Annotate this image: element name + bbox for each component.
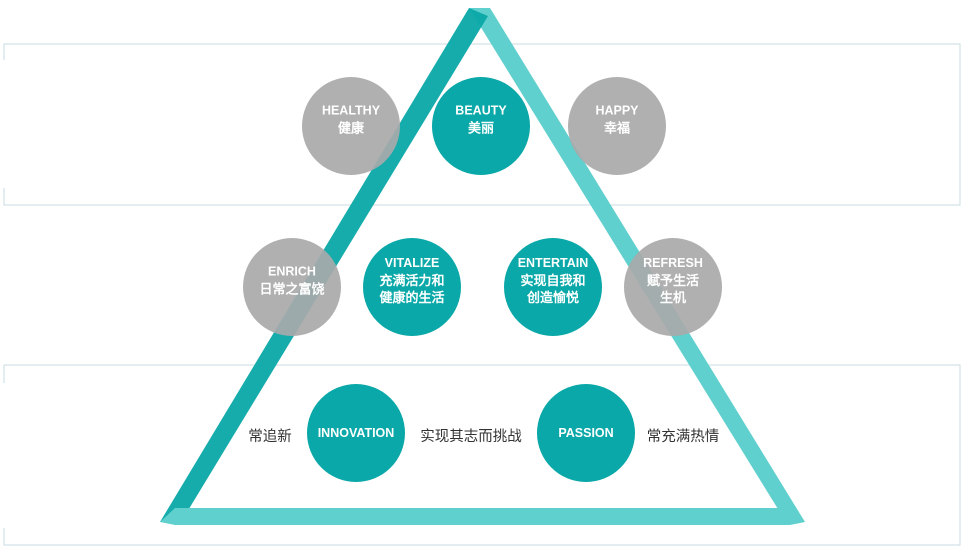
side-text-right-innovation: 实现其志而挑战 bbox=[420, 428, 522, 445]
circle-beauty-shape bbox=[432, 77, 530, 175]
circle-vitalize: VITALIZE 充满活力和 健康的生活 bbox=[363, 238, 461, 336]
circle-refresh: REFRESH 赋予生活 生机 bbox=[624, 238, 722, 336]
circle-passion-en: PASSION bbox=[558, 426, 613, 440]
circle-passion-shape bbox=[537, 384, 635, 482]
circle-happy: HAPPY 幸福 bbox=[568, 77, 666, 175]
circle-innovation: INNOVATION bbox=[307, 384, 405, 482]
circle-innovation-shape bbox=[307, 384, 405, 482]
circle-passion: PASSION bbox=[537, 384, 635, 482]
middle-row-circles: ENRICH 日常之富饶 VITALIZE 充满活力和 健康的生活 ENTERT… bbox=[243, 238, 722, 336]
circle-healthy-shape bbox=[302, 77, 400, 175]
circle-entertain: ENTERTAIN 实现自我和 创造愉悦 bbox=[504, 238, 602, 336]
circle-beauty-en: BEAUTY bbox=[455, 104, 507, 118]
band-bracket-top bbox=[3, 43, 961, 206]
bottom-row-circles: INNOVATION PASSION bbox=[307, 384, 635, 482]
circle-vitalize-cn-1: 充满活力和 bbox=[379, 273, 444, 289]
band-brackets bbox=[3, 43, 961, 546]
side-texts: 常追新 实现其志而挑战 常充满热情 bbox=[248, 428, 719, 445]
side-text-right-passion: 常充满热情 bbox=[647, 428, 720, 445]
circle-refresh-en: REFRESH bbox=[643, 256, 703, 270]
circle-beauty-cn: 美丽 bbox=[468, 121, 494, 137]
circle-happy-en: HAPPY bbox=[595, 104, 639, 118]
triangle-face-bottom bbox=[160, 508, 805, 525]
circle-entertain-en: ENTERTAIN bbox=[518, 256, 589, 270]
circle-entertain-cn-1: 实现自我和 bbox=[520, 273, 585, 289]
circle-vitalize-en: VITALIZE bbox=[385, 256, 440, 270]
circle-vitalize-shape bbox=[363, 238, 461, 336]
circle-enrich-shape bbox=[243, 238, 341, 336]
circle-happy-shape bbox=[568, 77, 666, 175]
circle-healthy-en: HEALTHY bbox=[322, 104, 381, 118]
circle-innovation-en: INNOVATION bbox=[318, 426, 395, 440]
circle-refresh-cn-1: 赋予生活 bbox=[647, 273, 699, 289]
circle-entertain-shape bbox=[504, 238, 602, 336]
circle-happy-cn: 幸福 bbox=[604, 121, 630, 137]
circle-vitalize-cn-2: 健康的生活 bbox=[379, 290, 444, 306]
circle-entertain-cn-2: 创造愉悦 bbox=[526, 290, 579, 306]
circle-healthy: HEALTHY 健康 bbox=[302, 77, 400, 175]
circle-refresh-shape bbox=[624, 238, 722, 336]
circle-enrich-cn-1: 日常之富饶 bbox=[259, 282, 324, 298]
band-bracket-bottom bbox=[3, 364, 961, 546]
circle-beauty: BEAUTY 美丽 bbox=[432, 77, 530, 175]
circle-enrich: ENRICH 日常之富饶 bbox=[243, 238, 341, 336]
side-text-left-innovation: 常追新 bbox=[248, 428, 292, 445]
circle-enrich-en: ENRICH bbox=[268, 265, 316, 279]
circle-healthy-cn: 健康 bbox=[338, 121, 365, 137]
top-row-circles: HEALTHY 健康 BEAUTY 美丽 HAPPY 幸福 bbox=[302, 77, 666, 175]
circle-refresh-cn-2: 生机 bbox=[660, 290, 686, 306]
